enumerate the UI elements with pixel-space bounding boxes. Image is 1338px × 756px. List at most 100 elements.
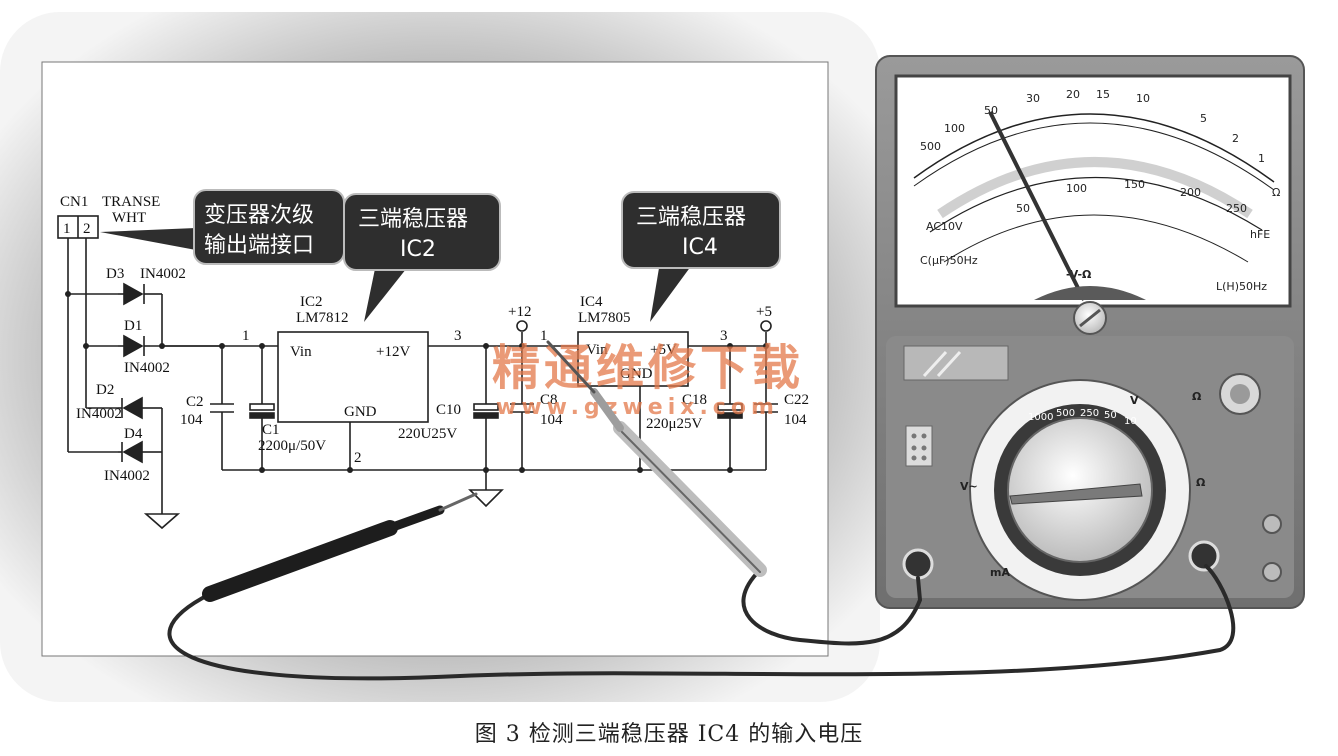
watermark-url: www.gzweix.com bbox=[496, 395, 779, 420]
ic4-ref: IC4 bbox=[580, 294, 603, 310]
callout-transformer-line2: 输出端接口 bbox=[204, 233, 314, 258]
scale-top-7: 5 bbox=[1200, 112, 1207, 125]
ic4-out: +5V bbox=[650, 342, 677, 358]
diode-d2-ref: D2 bbox=[96, 382, 114, 398]
connector-pin1: 1 bbox=[63, 221, 71, 237]
ground-symbol-left bbox=[143, 512, 181, 530]
ic2-block bbox=[277, 331, 429, 423]
callout-ic4: 三端稳压器 IC4 bbox=[621, 191, 781, 322]
c2-ref: C2 bbox=[186, 394, 204, 410]
ic2-out: +12V bbox=[376, 344, 410, 360]
rail-12-label: +12 bbox=[508, 304, 531, 320]
scale-mid-2: 150 bbox=[1124, 178, 1145, 191]
scale-top-1: 100 bbox=[944, 122, 965, 135]
c22-value: 104 bbox=[784, 412, 807, 428]
c8-ref: C8 bbox=[540, 392, 558, 408]
ic4-part: LM7805 bbox=[578, 310, 631, 326]
connector-ref: CN1 bbox=[60, 194, 88, 210]
ic2-pin3: 3 bbox=[454, 328, 462, 344]
dial-omega-label: Ω bbox=[1196, 476, 1206, 489]
scale-mid-4: 250 bbox=[1226, 202, 1247, 215]
c1-value: 2200μ/50V bbox=[258, 438, 326, 454]
ic2-pin2: 2 bbox=[354, 450, 362, 466]
c8-value: 104 bbox=[540, 412, 563, 428]
scale-top-0: 500 bbox=[920, 140, 941, 153]
scale-mid-1: 100 bbox=[1066, 182, 1087, 195]
scale-mid-3: 200 bbox=[1180, 186, 1201, 199]
scale-top-8: 2 bbox=[1232, 132, 1239, 145]
dial-range-0: 1000 bbox=[1028, 412, 1053, 423]
jack-extra-1[interactable] bbox=[1262, 514, 1282, 534]
scale-top-10: Ω bbox=[1272, 186, 1280, 199]
c10-value: 220U25V bbox=[398, 426, 457, 442]
callout-ic2-line1: 三端稳压器 bbox=[358, 207, 468, 232]
connector-name: TRANSE bbox=[102, 194, 160, 210]
ic2-pin1: 1 bbox=[242, 328, 250, 344]
label-ac: AC10V bbox=[926, 220, 963, 233]
rail-5-label: +5 bbox=[756, 304, 772, 320]
scale-mid-0: 50 bbox=[1016, 202, 1030, 215]
ic2-part: LM7812 bbox=[296, 310, 349, 326]
diode-d4-part: IN4002 bbox=[104, 468, 150, 484]
dial-range-4: 10 bbox=[1124, 416, 1137, 427]
meter-window bbox=[894, 74, 1292, 308]
diode-d1-part: IN4002 bbox=[124, 360, 170, 376]
c18-ref: C18 bbox=[682, 392, 707, 408]
callout-ic2-line2: IC2 bbox=[400, 237, 436, 262]
ic4-block bbox=[577, 331, 689, 387]
ic4-vin: Vin bbox=[586, 342, 608, 358]
diode-d3-part: IN4002 bbox=[140, 266, 186, 282]
watermark-title: 精通维修下载 bbox=[492, 340, 804, 396]
zero-adjust-label: Ω bbox=[1192, 390, 1202, 403]
diode-d1-ref: D1 bbox=[124, 318, 142, 334]
jack-extra-2[interactable] bbox=[1262, 562, 1282, 582]
ic4-gnd: GND bbox=[620, 366, 653, 382]
meter-brand-strip bbox=[903, 345, 1009, 381]
ic2-vin: Vin bbox=[290, 344, 312, 360]
c18-value: 220μ25V bbox=[646, 416, 703, 432]
scale-top-6: 10 bbox=[1136, 92, 1150, 105]
ground-symbol-middle bbox=[468, 470, 504, 508]
schematic-labels: CN1 TRANSE WHT 1 2 D3 IN4002 D1 IN4002 D… bbox=[60, 194, 809, 484]
ic2-gnd: GND bbox=[344, 404, 377, 420]
connector-sub: WHT bbox=[112, 210, 146, 226]
callout-transformer: 变压器次级 输出端接口 bbox=[100, 189, 345, 265]
label-c: C(μF)50Hz bbox=[920, 254, 978, 267]
callout-transformer-line1: 变压器次级 bbox=[204, 203, 314, 228]
red-lead-wire bbox=[741, 568, 923, 646]
dial-range-3: 50 bbox=[1104, 410, 1117, 421]
hfe-socket bbox=[905, 425, 933, 467]
meter-needle bbox=[988, 111, 1086, 301]
dial-range-1: 500 bbox=[1056, 408, 1075, 419]
multimeter: 500 100 50 30 20 15 10 5 2 1 Ω 50 100 15… bbox=[875, 55, 1305, 609]
diode-d2-part: IN4002 bbox=[76, 406, 122, 422]
diode-d4-ref: D4 bbox=[124, 426, 143, 442]
callout-ic4-line2: IC4 bbox=[682, 235, 718, 260]
callout-ic2: 三端稳压器 IC2 bbox=[343, 193, 501, 322]
dial-range-2: 250 bbox=[1080, 408, 1099, 419]
jack-positive[interactable] bbox=[1188, 540, 1220, 572]
ic4-pin3: 3 bbox=[720, 328, 728, 344]
figure-caption: 图 3 检测三端稳压器 IC4 的输入电压 bbox=[474, 722, 864, 747]
scale-top-4: 20 bbox=[1066, 88, 1080, 101]
c2-value: 104 bbox=[180, 412, 203, 428]
ic4-pin1: 1 bbox=[540, 328, 548, 344]
jack-com[interactable] bbox=[902, 548, 934, 580]
dial-vtilde-label: V~ bbox=[960, 480, 978, 493]
scale-top-2: 50 bbox=[984, 104, 998, 117]
ic2-ref: IC2 bbox=[300, 294, 323, 310]
scale-top-5: 15 bbox=[1096, 88, 1110, 101]
schematic bbox=[57, 215, 778, 530]
black-probe-body bbox=[202, 520, 398, 602]
black-lead-wire bbox=[167, 564, 1236, 681]
dial-ma-label: mA bbox=[990, 566, 1010, 579]
c10-ref: C10 bbox=[436, 402, 461, 418]
label-hfe: hFE bbox=[1250, 228, 1270, 241]
dial-v-label: V bbox=[1130, 394, 1139, 407]
schematic-paper bbox=[41, 61, 829, 657]
connector-pin2: 2 bbox=[83, 221, 91, 237]
scale-top-9: 1 bbox=[1258, 152, 1265, 165]
red-probe-body bbox=[613, 421, 767, 577]
c22-ref: C22 bbox=[784, 392, 809, 408]
